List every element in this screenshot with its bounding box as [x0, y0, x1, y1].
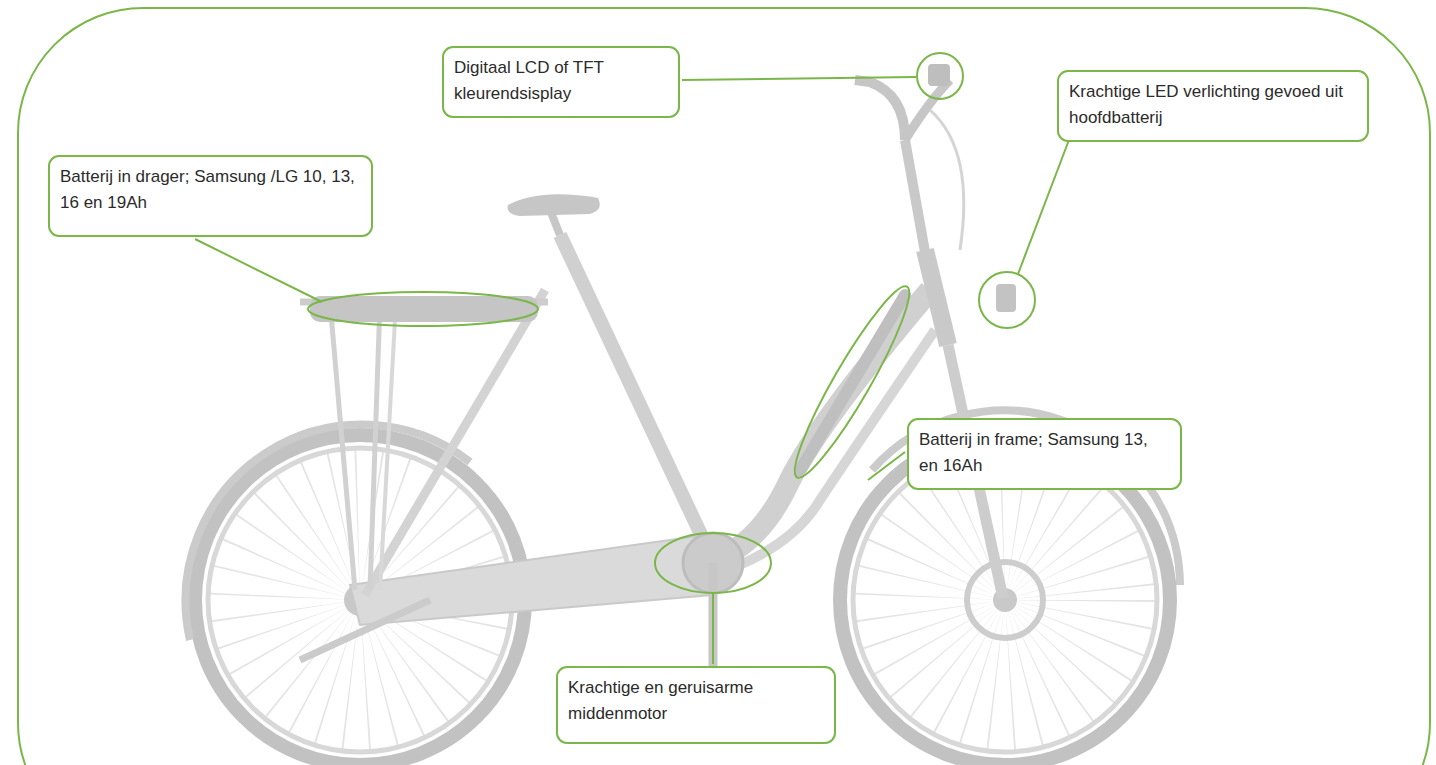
- rack-battery: [310, 296, 538, 322]
- seat-stay: [365, 290, 545, 595]
- disc-brake: [967, 562, 1043, 638]
- callout-box: Krachtige LED verlichting gevoed uit hoo…: [1057, 70, 1369, 142]
- stem: [905, 140, 925, 252]
- callout-box: Digitaal LCD of TFT kleurendsisplay: [442, 46, 680, 118]
- callout-box: Batterij in drager; Samsung /LG 10, 13, …: [48, 155, 373, 237]
- head-tube: [925, 250, 948, 345]
- seat-tube: [560, 235, 713, 560]
- leader-line: [712, 594, 714, 664]
- display: [928, 64, 950, 86]
- headlight: [996, 284, 1016, 312]
- highlight-circle: [979, 272, 1035, 328]
- front-rim: [853, 448, 1157, 752]
- callout-text: Batterij in drager; Samsung /LG 10, 13, …: [60, 164, 361, 215]
- rack-strut: [380, 320, 395, 590]
- highlight-circle: [917, 53, 963, 99]
- leader-line: [868, 452, 905, 480]
- callout-text: Digitaal LCD of TFT kleurendsisplay: [454, 55, 668, 106]
- callout-box: Krachtige en geruisarme middenmotor: [556, 666, 836, 744]
- leader-line: [1018, 132, 1072, 274]
- frame-battery: [800, 295, 905, 470]
- rack-strut: [330, 302, 355, 590]
- outer-frame: [18, 8, 1430, 765]
- highlight-ellipse: [308, 292, 538, 326]
- highlight-ellipse: [781, 278, 922, 487]
- callout-text: Batterij in frame; Samsung 13, en 16Ah: [919, 427, 1170, 478]
- saddle: [508, 194, 600, 216]
- kickstand: [300, 600, 430, 660]
- leader-line: [682, 77, 916, 80]
- rack-strut: [370, 302, 380, 590]
- cable: [930, 110, 964, 250]
- handlebar: [905, 80, 950, 140]
- callout-text: Krachtige en geruisarme middenmotor: [568, 675, 824, 726]
- leader-line: [195, 239, 322, 302]
- callout-text: Krachtige LED verlichting gevoed uit hoo…: [1069, 79, 1357, 130]
- highlight-ellipse: [655, 533, 771, 593]
- handlebar: [855, 80, 905, 140]
- callout-box: Batterij in frame; Samsung 13, en 16Ah: [907, 418, 1182, 490]
- front-spokes: [930, 525, 1080, 675]
